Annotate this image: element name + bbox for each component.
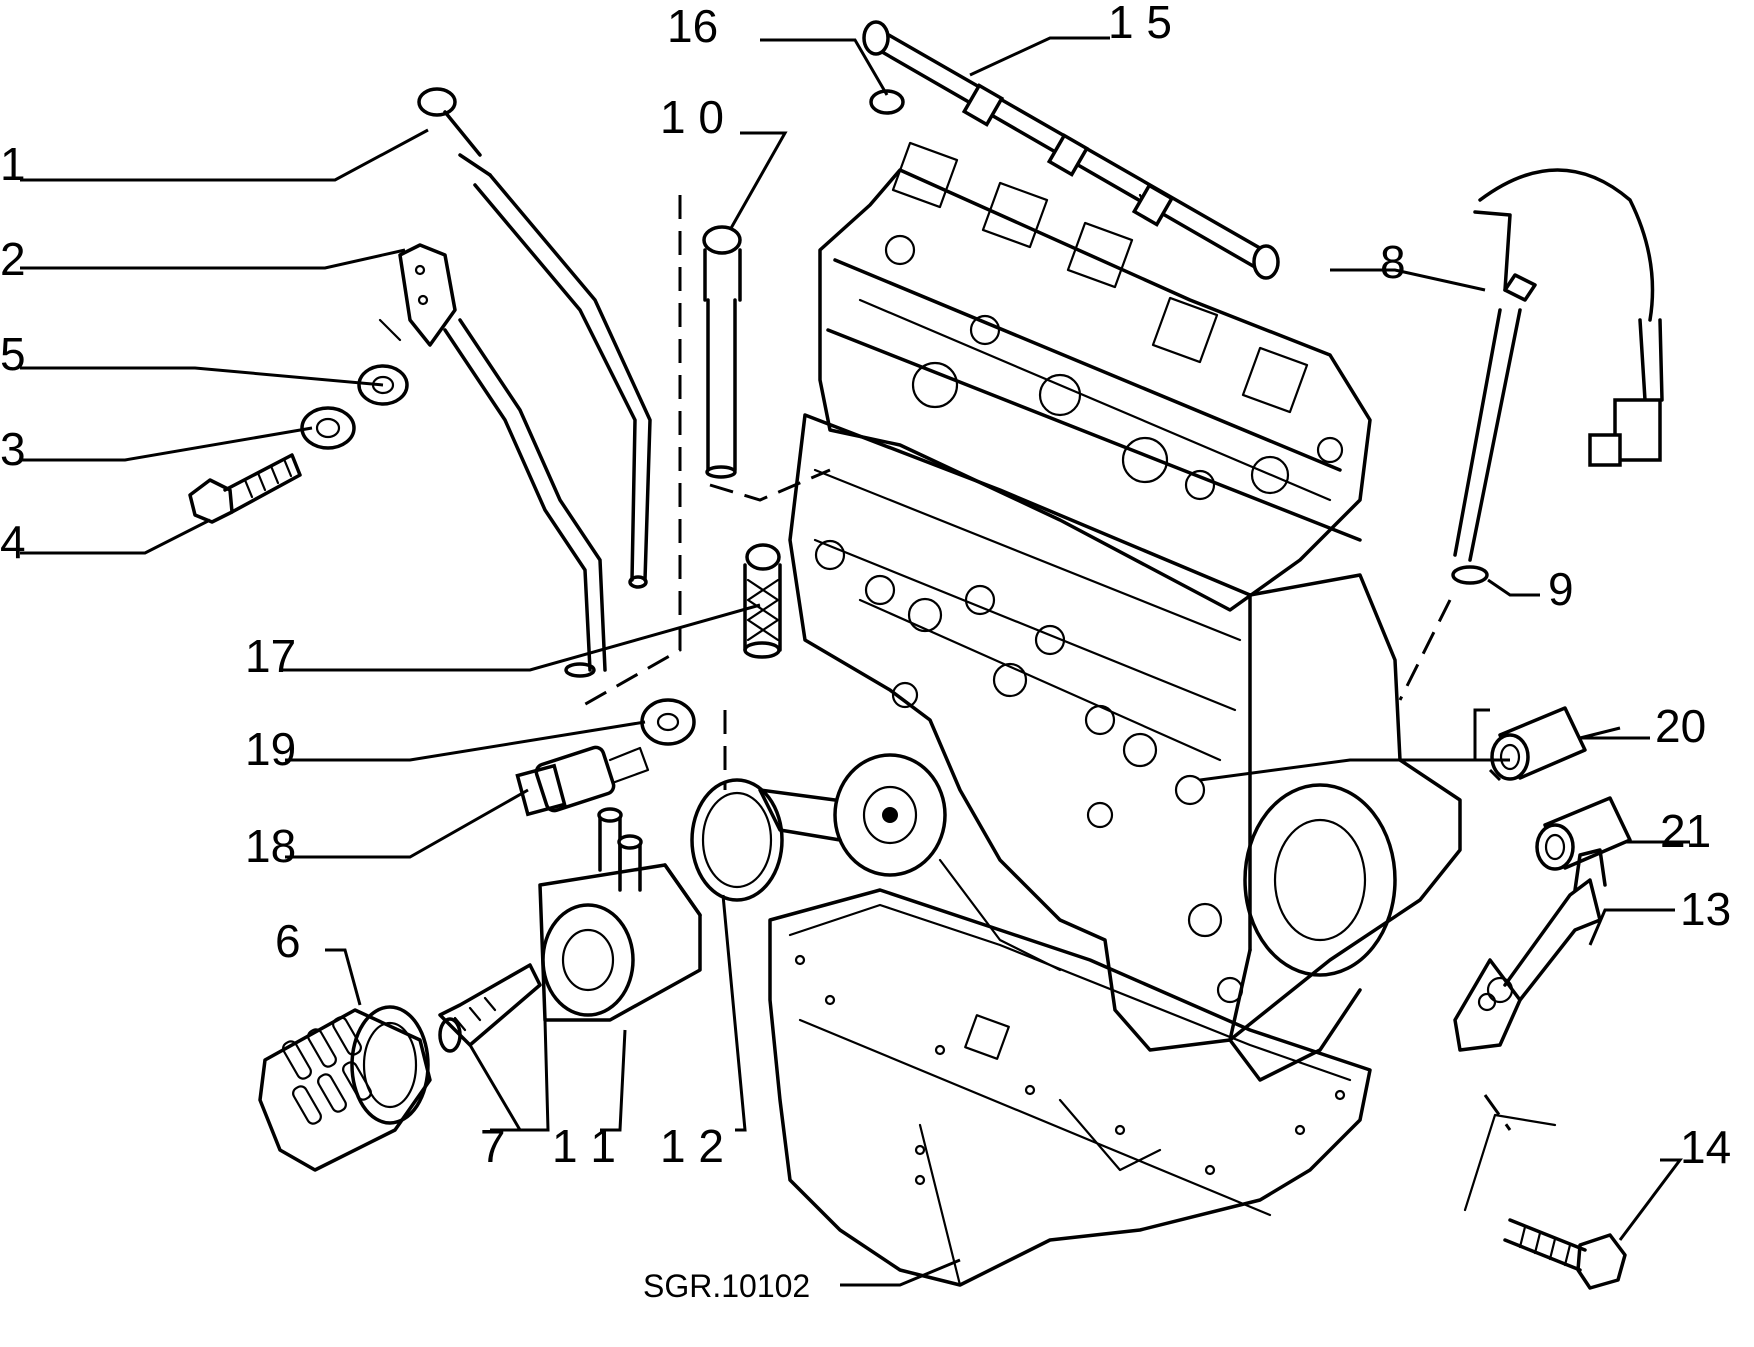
callout-15: 1 5 <box>1108 0 1172 48</box>
callout-5: 5 <box>0 328 26 380</box>
callout-21: 21 <box>1660 805 1711 857</box>
part-12-seal-ring <box>690 778 784 902</box>
part-8-oil-level-sensor <box>1451 168 1664 585</box>
callout-labels: 1 2 3 4 5 6 7 8 9 1 0 1 1 1 2 13 14 1 5 … <box>0 0 1731 1304</box>
callout-14: 14 <box>1680 1121 1731 1173</box>
callout-10: 1 0 <box>660 91 724 143</box>
part-1-dipstick <box>417 87 652 589</box>
callout-3: 3 <box>0 423 26 475</box>
callout-7: 7 <box>480 1120 506 1172</box>
leader-lines <box>20 36 1690 1287</box>
part-18-pressure-sender <box>515 745 650 817</box>
callout-20: 20 <box>1655 700 1706 752</box>
engine-block <box>758 141 1462 1082</box>
callout-16: 16 <box>667 0 718 52</box>
part-14-bolt <box>1503 1218 1627 1290</box>
part-16-seal <box>869 89 905 115</box>
callout-9: 9 <box>1548 563 1574 615</box>
callout-6: 6 <box>275 915 301 967</box>
part-6-oil-filter <box>258 1005 432 1172</box>
callout-2: 2 <box>0 233 26 285</box>
callout-17: 17 <box>245 630 296 682</box>
callout-8: 8 <box>1380 236 1406 288</box>
callout-19: 19 <box>245 723 296 775</box>
callout-18: 18 <box>245 820 296 872</box>
part-10-pipe <box>702 225 742 479</box>
assembly-guides <box>574 195 1557 1212</box>
part-20-plug <box>1490 706 1587 781</box>
reference-code: SGR.10102 <box>643 1268 810 1304</box>
callout-11: 1 1 <box>552 1120 616 1172</box>
part-3-washer <box>300 406 356 450</box>
part-7-stud <box>438 963 542 1053</box>
part-4-bolt <box>188 453 302 524</box>
part-15-rocker-rail <box>862 20 1280 280</box>
callout-1: 1 <box>0 138 26 190</box>
part-21-plug <box>1535 796 1632 871</box>
part-19-washer <box>640 698 696 746</box>
part-2-dipstick-tube <box>378 243 607 678</box>
oil-sump <box>768 888 1372 1287</box>
part-17-strainer <box>743 543 782 659</box>
part-11-oil-cooler <box>538 807 702 1022</box>
callout-12: 1 2 <box>660 1120 724 1172</box>
callout-13: 13 <box>1680 883 1731 935</box>
part-13-bracket <box>1453 848 1607 1052</box>
callout-4: 4 <box>0 516 26 568</box>
